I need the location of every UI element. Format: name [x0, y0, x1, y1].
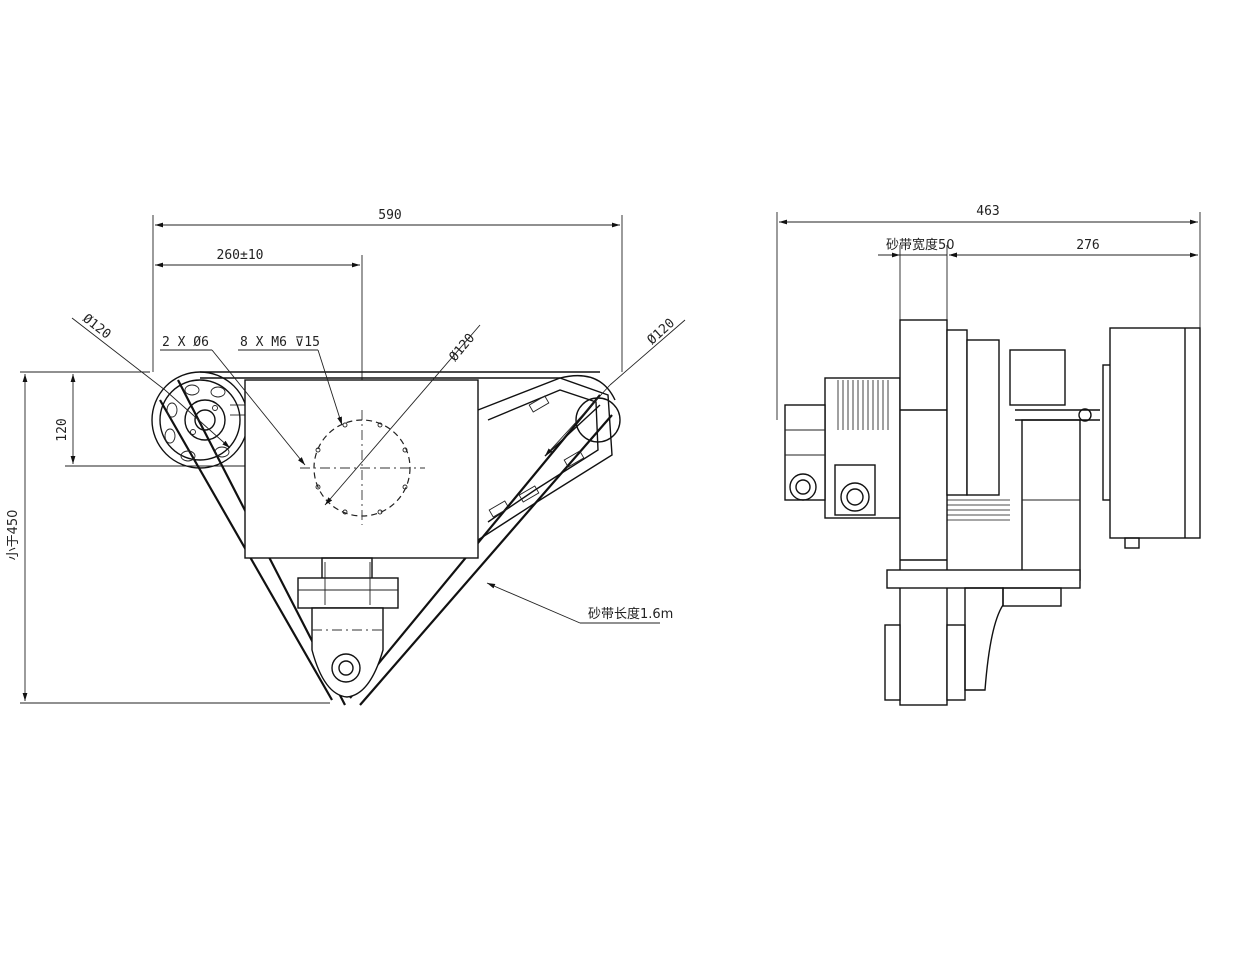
roller-right-label: Ø120	[645, 316, 678, 348]
belt-length-label: 砂带长度1.6m	[588, 606, 673, 622]
leader-roller-left: Ø120	[71, 311, 231, 449]
dim-463-label: 463	[976, 204, 999, 219]
dim-276: 276	[949, 238, 1198, 258]
pcd-label: Ø120	[447, 331, 479, 365]
roller-left-label: Ø120	[80, 311, 114, 342]
front-view: 590 260±10 120 小于450	[6, 208, 686, 706]
motor-body	[784, 377, 901, 519]
dim-463: 463	[779, 204, 1198, 225]
dim-120-label: 120	[55, 418, 70, 441]
hole-8-label: 8 X M6 ⊽15	[240, 335, 320, 350]
tensioner-assembly	[946, 329, 1100, 581]
dim-450-label: 小于450	[6, 510, 21, 561]
dim-590: 590	[155, 208, 620, 228]
left-roller	[151, 371, 249, 469]
hole-2-label: 2 X Ø6	[162, 335, 209, 350]
drive-unit	[297, 557, 399, 698]
dim-590-label: 590	[378, 208, 401, 223]
mounting-plate	[244, 379, 479, 559]
dim-120-vertical: 120	[55, 374, 76, 464]
dim-276-label: 276	[1076, 238, 1099, 253]
side-view: 463 砂带宽度50 276	[776, 204, 1201, 706]
leader-hole-2: 2 X Ø6	[160, 335, 306, 466]
dim-450-vertical: 小于450	[6, 374, 28, 701]
leader-hole-8: 8 X M6 ⊽15	[238, 335, 343, 426]
tension-arm	[477, 377, 621, 541]
bolt-circle	[300, 410, 425, 525]
dim-260: 260±10	[155, 248, 360, 268]
belt-width-label: 砂带宽度50	[886, 237, 955, 253]
belt-wheel-side	[884, 319, 966, 706]
right-housing	[1102, 327, 1201, 549]
dim-260-label: 260±10	[217, 248, 264, 263]
base-bracket	[886, 569, 1081, 691]
dim-belt-width: 砂带宽度50	[878, 237, 968, 258]
leader-belt-length: 砂带长度1.6m	[486, 582, 673, 624]
